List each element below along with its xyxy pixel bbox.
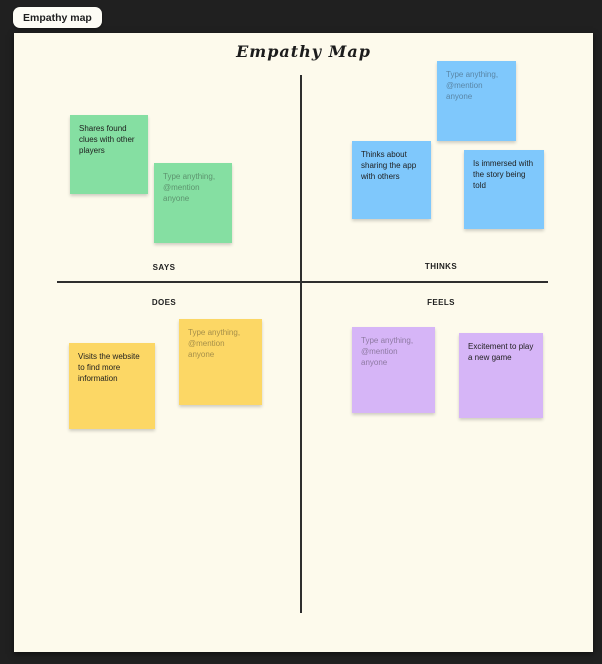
sticky-note-text: Shares found clues with other players — [79, 124, 135, 155]
sticky-placeholder-text: Type anything, @mention anyone — [188, 328, 241, 359]
board-title: Empathy Map — [236, 42, 371, 61]
sticky-placeholder-text: Type anything, @mention anyone — [163, 172, 216, 203]
whiteboard-canvas[interactable]: Empathy Map SAYS THINKS DOES FEELS Share… — [14, 33, 593, 652]
sticky-note-thinks-2[interactable]: Type anything, @mention anyone — [437, 61, 516, 141]
sticky-note-thinks-4[interactable]: Is immersed with the story being told — [464, 150, 544, 229]
horizontal-divider-line — [57, 281, 548, 283]
sticky-note-feels-7[interactable]: Type anything, @mention anyone — [352, 327, 435, 413]
quadrant-label-says: SAYS — [152, 263, 176, 272]
sticky-note-text: Visits the website to find more informat… — [78, 352, 140, 383]
sticky-note-thinks-3[interactable]: Thinks about sharing the app with others — [352, 141, 431, 219]
sticky-note-says-1[interactable]: Type anything, @mention anyone — [154, 163, 232, 243]
sticky-note-says-0[interactable]: Shares found clues with other players — [70, 115, 148, 194]
sticky-note-text: Thinks about sharing the app with others — [361, 150, 417, 181]
sticky-placeholder-text: Type anything, @mention anyone — [361, 336, 414, 367]
file-tab[interactable]: Empathy map — [13, 7, 102, 28]
quadrant-label-thinks: THINKS — [424, 262, 458, 271]
sticky-placeholder-text: Type anything, @mention anyone — [446, 70, 499, 101]
quadrant-label-does: DOES — [151, 298, 177, 307]
sticky-note-feels-8[interactable]: Excitement to play a new game — [459, 333, 543, 418]
sticky-note-does-6[interactable]: Visits the website to find more informat… — [69, 343, 155, 429]
vertical-divider-line — [300, 75, 302, 613]
file-tab-label: Empathy map — [23, 11, 92, 24]
sticky-note-does-5[interactable]: Type anything, @mention anyone — [179, 319, 262, 405]
sticky-note-text: Excitement to play a new game — [468, 342, 534, 362]
sticky-note-text: Is immersed with the story being told — [473, 159, 534, 190]
quadrant-label-feels: FEELS — [427, 298, 455, 307]
